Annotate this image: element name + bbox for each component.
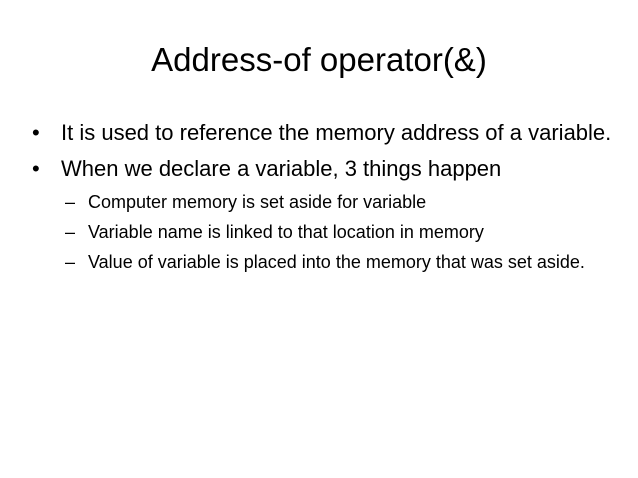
sub-bullet-text: Variable name is linked to that location… bbox=[88, 222, 484, 242]
sub-bullet-marker: – bbox=[65, 222, 76, 242]
sub-bullet-text: Computer memory is set aside for variabl… bbox=[88, 192, 427, 212]
bullet-marker: • bbox=[32, 120, 40, 145]
slide-content: • It is used to reference the memory add… bbox=[32, 118, 612, 280]
sub-bullet-text: Value of variable is placed into the mem… bbox=[88, 252, 585, 272]
bullet-text: It is used to reference the memory addre… bbox=[61, 120, 612, 145]
slide-title: Address-of operator(&) bbox=[151, 41, 487, 78]
sub-bullet-item: – Variable name is linked to that locati… bbox=[32, 220, 612, 245]
bullet-item: • It is used to reference the memory add… bbox=[32, 118, 612, 148]
bullet-marker: • bbox=[32, 156, 40, 181]
sub-bullet-marker: – bbox=[65, 252, 76, 272]
bullet-text: When we declare a variable, 3 things hap… bbox=[61, 156, 502, 181]
sub-bullet-item: – Value of variable is placed into the m… bbox=[32, 250, 612, 275]
sub-bullet-marker: – bbox=[65, 192, 76, 212]
bullet-item: • When we declare a variable, 3 things h… bbox=[32, 154, 612, 184]
sub-bullet-item: – Computer memory is set aside for varia… bbox=[32, 190, 612, 215]
